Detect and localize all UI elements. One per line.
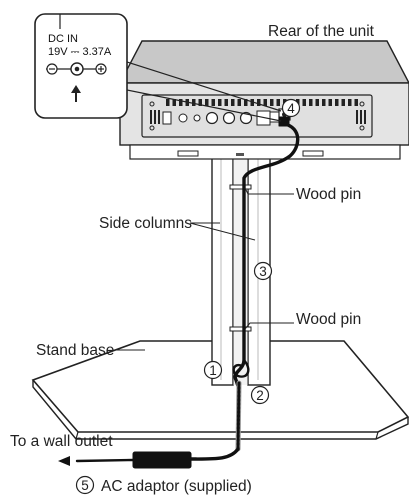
vent-slot <box>328 99 332 106</box>
arrow-left-icon <box>58 456 70 466</box>
step-2: 2 <box>250 385 270 405</box>
dc-in-label: DC IN <box>48 33 78 45</box>
vent-slot <box>309 99 313 106</box>
arrow-up-icon <box>71 85 81 93</box>
vent-slot <box>348 99 352 106</box>
vent-slot <box>154 110 156 124</box>
vent-slot <box>341 99 345 106</box>
step-4-number: 4 <box>287 101 295 116</box>
vent-slot <box>244 99 248 106</box>
vent-slot <box>354 99 358 106</box>
vent-slot <box>158 110 160 124</box>
vent-slot <box>322 99 326 106</box>
vent-slot <box>218 99 222 106</box>
step-2-number: 2 <box>256 388 264 403</box>
vent-strip-left <box>150 110 160 124</box>
vent-slot <box>224 99 228 106</box>
vent-slot <box>198 99 202 106</box>
cable <box>75 116 300 463</box>
wood-pin-upper <box>229 184 252 190</box>
vent-slot <box>335 99 339 106</box>
vent-slot <box>192 99 196 106</box>
vent-slot <box>231 99 235 106</box>
wood-pin-upper-label: Wood pin <box>296 186 361 203</box>
ac-adaptor-label: AC adaptor (supplied) <box>101 478 252 495</box>
vent-slot <box>270 99 274 106</box>
stand-base <box>31 340 409 440</box>
step-1: 1 <box>203 360 223 380</box>
dc-in-callout: DC IN 19V ⎓ 3.37A <box>34 13 282 122</box>
to-wall-outlet-label: To a wall outlet <box>10 433 113 450</box>
rear-of-unit-label: Rear of the unit <box>268 23 375 40</box>
ac-adaptor <box>132 451 192 469</box>
vent-slot <box>257 99 261 106</box>
step-5-number: 5 <box>81 478 89 493</box>
vent-slot <box>276 99 280 106</box>
vent-slot <box>250 99 254 106</box>
step-5: 5 <box>75 475 95 495</box>
wood-pin-lower-label: Wood pin <box>296 311 361 328</box>
vent-slot <box>356 110 358 124</box>
vent-slot <box>237 99 241 106</box>
vent-slot <box>315 99 319 106</box>
dc-in-rating: 19V ⎓ 3.37A <box>48 46 112 58</box>
side-columns-label: Side columns <box>99 215 192 232</box>
vent-slot <box>360 110 362 124</box>
vent-slot <box>179 99 183 106</box>
vent-slot <box>263 99 267 106</box>
wood-pin-lower <box>229 326 252 332</box>
vent-slot <box>205 99 209 106</box>
leader-lines <box>114 187 294 351</box>
step-1-number: 1 <box>209 363 217 378</box>
stand-base-label: Stand base <box>36 342 114 359</box>
vent-strip-right <box>356 110 366 124</box>
vent-slot <box>172 99 176 106</box>
vent-slot <box>150 110 152 124</box>
step-3: 3 <box>253 261 273 281</box>
vent-slot <box>364 110 366 124</box>
vent-slot <box>211 99 215 106</box>
step-3-number: 3 <box>259 264 267 279</box>
step-4: 4 <box>281 98 301 118</box>
vent-slot <box>302 99 306 106</box>
vent-slot <box>166 99 170 106</box>
